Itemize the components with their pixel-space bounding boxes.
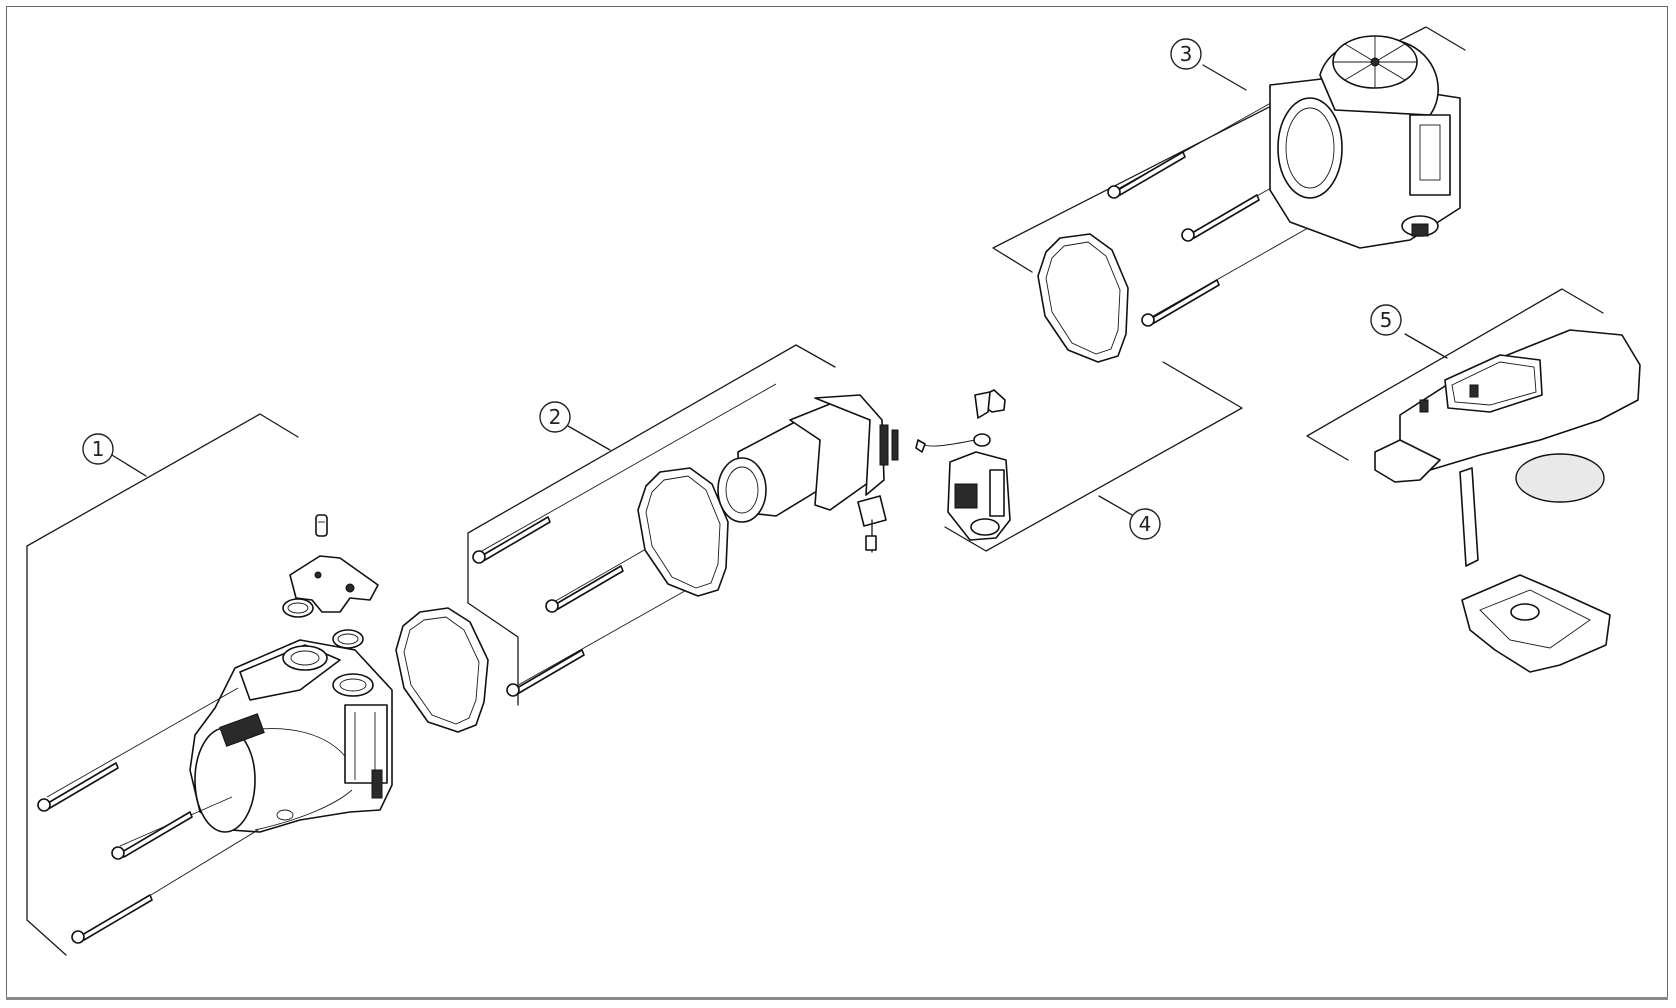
callout-2-label: 2: [549, 405, 562, 429]
group-5-bracket: [1306, 288, 1604, 461]
callout-3: 3: [1170, 38, 1202, 70]
group-2-parts: [472, 383, 899, 697]
group-1-bracket: [26, 413, 299, 956]
callout-1: 1: [82, 433, 114, 465]
group-3-parts: [1037, 35, 1461, 363]
callout-1-label: 1: [92, 437, 105, 461]
gasket-2: [637, 467, 729, 597]
group-1-parts: [37, 514, 489, 944]
housing-screws: [37, 687, 259, 944]
small-screw: [315, 514, 328, 537]
callout-4: 4: [1129, 508, 1161, 540]
callout-2: 2: [539, 401, 571, 433]
group-4-parts: [915, 389, 1011, 541]
callout-5: 5: [1370, 304, 1402, 336]
drawing-bottom-rule: [6, 997, 1668, 1000]
group-5-parts: [1374, 329, 1641, 673]
gasket-1: [395, 607, 489, 733]
gasket-3: [1037, 233, 1129, 363]
fan-spokes: [1333, 36, 1417, 88]
cover-clip: [1459, 467, 1479, 567]
washer-left: [282, 598, 314, 618]
combustion-air-blower: [1269, 35, 1461, 249]
group-2-bracket: [467, 344, 836, 706]
callout-3-label: 3: [1180, 42, 1193, 66]
burner-assembly: [717, 394, 899, 553]
washer-right: [332, 629, 364, 649]
lower-tray: [1461, 574, 1611, 673]
cover-cap: [1515, 453, 1605, 503]
clamp-plate: [289, 555, 379, 613]
heat-exchanger-housing: [189, 639, 393, 833]
callout-4-label: 4: [1139, 512, 1152, 536]
callout-5-label: 5: [1380, 308, 1393, 332]
